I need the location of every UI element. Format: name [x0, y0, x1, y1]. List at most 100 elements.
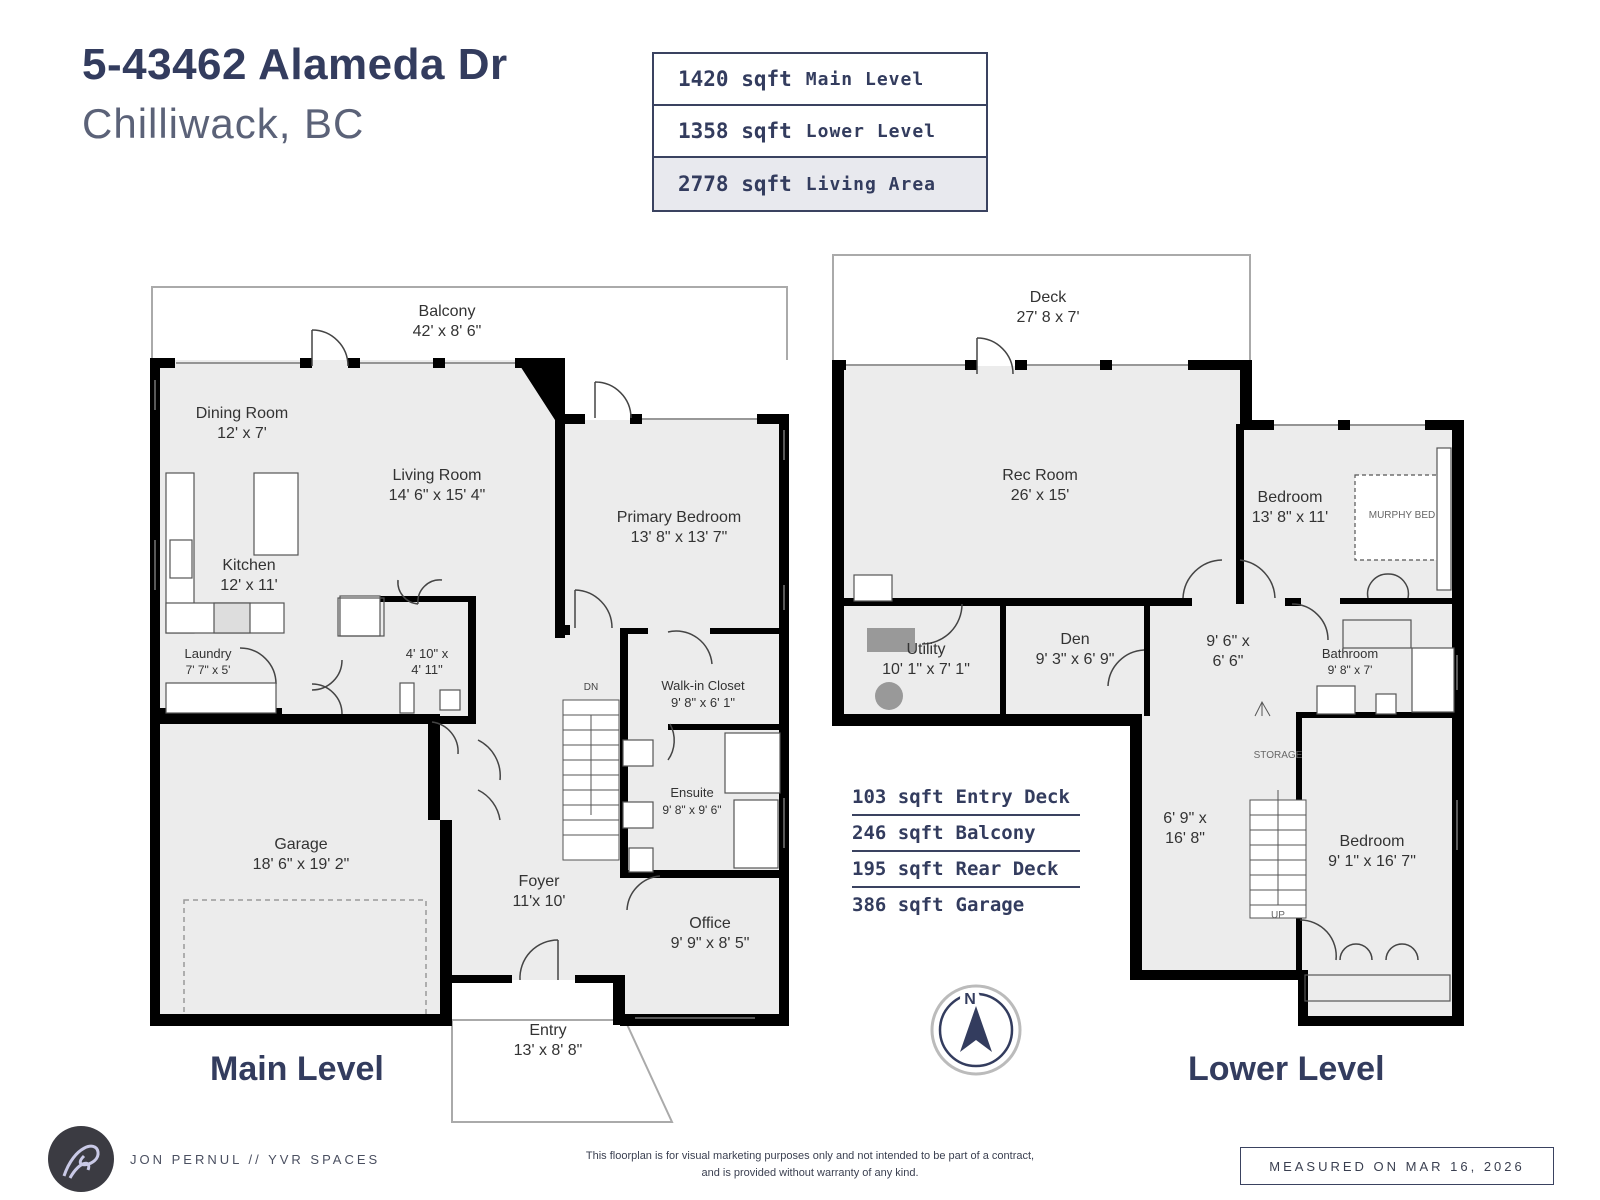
room-name: Garage: [274, 836, 327, 853]
room-dims: 4' 10" x: [406, 646, 449, 661]
disclaimer-line: and is provided without warranty of any …: [701, 1167, 919, 1179]
area-row-main: 1420 sqft Main Level: [654, 54, 986, 106]
room-name: Office: [689, 915, 731, 932]
room-name: Walk-in Closet: [661, 678, 745, 693]
area-label: Main Level: [805, 68, 925, 90]
area-row-lower: 1358 sqft Lower Level: [654, 106, 986, 158]
room-dims: 4' 11": [411, 662, 443, 677]
brand-name: JON PERNUL // YVR SPACES: [130, 1152, 381, 1167]
exterior-walls: [150, 358, 789, 1026]
lower-fixtures: [853, 447, 1455, 1002]
disclaimer: This floorplan is for visual marketing p…: [560, 1148, 1060, 1182]
room-name: Laundry: [185, 646, 232, 661]
ext-row: 246 sqft Balcony: [852, 816, 1080, 852]
fixtures: [165, 472, 781, 873]
stair-up-label: UP: [1271, 910, 1285, 921]
ext-row: 195 sqft Rear Deck: [852, 852, 1080, 888]
area-value: 1358 sqft: [678, 119, 792, 143]
ext-label: Balcony: [955, 822, 1036, 844]
area-label: Lower Level: [805, 120, 937, 142]
room-dims: 7' 7" x 5': [186, 663, 231, 677]
lower-exterior-walls: [832, 360, 1464, 1026]
lower-doors: [921, 337, 1419, 961]
property-city: Chilliwack, BC: [82, 100, 365, 147]
room-dims: 16' 8": [1165, 830, 1205, 847]
room-name: Bedroom: [1258, 489, 1323, 506]
main-level-plan: DN Balcony 42' x 8' 6" Dining Room 12' x…: [150, 286, 789, 1123]
room-name: Living Room: [393, 467, 482, 484]
ext-label: Rear Deck: [955, 858, 1059, 880]
windows: [154, 362, 785, 1019]
room-dims: 9' 6" x: [1206, 633, 1249, 650]
room-name: Primary Bedroom: [617, 509, 741, 526]
exterior-area-table: 103 sqft Entry Deck 246 sqft Balcony 195…: [852, 780, 1080, 922]
compass-north-label: N: [964, 991, 976, 1008]
room-dims: 9' 8" x 6' 1": [671, 695, 735, 710]
garage-door: [183, 899, 427, 1021]
main-stairs: [562, 699, 620, 861]
room-name: Bathroom: [1322, 646, 1378, 661]
room-dims: 9' 8" x 9' 6": [662, 803, 721, 817]
room-dims: 6' 6": [1213, 653, 1244, 670]
room-dims: 12' x 7': [217, 425, 267, 442]
room-name: Utility: [906, 641, 945, 658]
ext-value: 246 sqft: [852, 822, 944, 844]
room-name: Ensuite: [670, 785, 713, 800]
entry-deck: [451, 1019, 674, 1123]
measured-date-badge: MEASURED ON MAR 16, 2026: [1240, 1147, 1554, 1185]
room-name: Dining Room: [196, 405, 288, 422]
room-dims: 27' 8 x 7': [1016, 309, 1079, 326]
room-dims: 13' 8" x 13' 7": [631, 529, 728, 546]
room-dims: 9' 3" x 6' 9": [1036, 651, 1115, 668]
property-address: 5-43462 Alameda Dr: [82, 40, 508, 89]
deck-outline: [832, 254, 1251, 360]
lower-windows: [846, 364, 1458, 850]
room-name: Entry: [529, 1022, 566, 1039]
ext-value: 103 sqft: [852, 786, 944, 808]
area-value: 1420 sqft: [678, 67, 792, 91]
compass-icon: N: [930, 984, 1022, 1076]
room-name: Kitchen: [222, 557, 275, 574]
stair-dn-label: DN: [584, 682, 598, 693]
room-name: Den: [1060, 631, 1089, 648]
room-name: Deck: [1030, 289, 1067, 306]
room-dims: 14' 6" x 15' 4": [389, 487, 486, 504]
room-dims: 13' x 8' 8": [514, 1042, 583, 1059]
ext-row: 103 sqft Entry Deck: [852, 780, 1080, 816]
murphy-bed-label: MURPHY BED: [1369, 510, 1436, 521]
lower-level-plan: MURPHY BED STORAGE UP Deck 27' 8 x 7' Re…: [832, 254, 1464, 1026]
area-label: Living Area: [805, 173, 937, 195]
ext-value: 195 sqft: [852, 858, 944, 880]
room-dims: 42' x 8' 6": [413, 323, 482, 340]
storage-label: STORAGE: [1254, 750, 1303, 761]
room-dims: 12' x 11': [220, 577, 277, 594]
area-summary-table: 1420 sqft Main Level 1358 sqft Lower Lev…: [652, 52, 988, 212]
room-dims: 26' x 15': [1011, 487, 1070, 504]
balcony-outline: [151, 286, 788, 360]
ext-label: Entry Deck: [955, 786, 1070, 808]
ext-value: 386 sqft: [852, 894, 944, 916]
room-dims: 9' 8" x 7': [1328, 663, 1373, 677]
room-name: Balcony: [419, 303, 476, 320]
main-level-title: Main Level: [210, 1050, 384, 1088]
brand-logo-icon: [62, 1144, 100, 1179]
disclaimer-line: This floorplan is for visual marketing p…: [585, 1150, 1035, 1162]
lower-room-labels: Deck 27' 8 x 7' Rec Room 26' x 15' Bedro…: [882, 289, 1416, 870]
ext-label: Garage: [955, 894, 1025, 916]
room-dims: 10' 1" x 7' 1": [882, 661, 970, 678]
area-value: 2778 sqft: [678, 172, 792, 196]
room-dims: 9' 9" x 8' 5": [671, 935, 750, 952]
area-row-total: 2778 sqft Living Area: [654, 158, 986, 210]
room-name: Foyer: [519, 873, 561, 890]
main-room-labels: Balcony 42' x 8' 6" Dining Room 12' x 7'…: [185, 303, 750, 1059]
lower-stairs: [1249, 700, 1307, 919]
room-name: Bedroom: [1340, 833, 1405, 850]
ext-row: 386 sqft Garage: [852, 888, 1080, 922]
room-dims: 6' 9" x: [1163, 810, 1206, 827]
room-dims: 18' 6" x 19' 2": [253, 856, 350, 873]
room-dims: 9' 1" x 16' 7": [1328, 853, 1416, 870]
room-name: Rec Room: [1002, 467, 1078, 484]
doors: [239, 329, 713, 981]
room-dims: 11'x 10': [513, 893, 566, 910]
